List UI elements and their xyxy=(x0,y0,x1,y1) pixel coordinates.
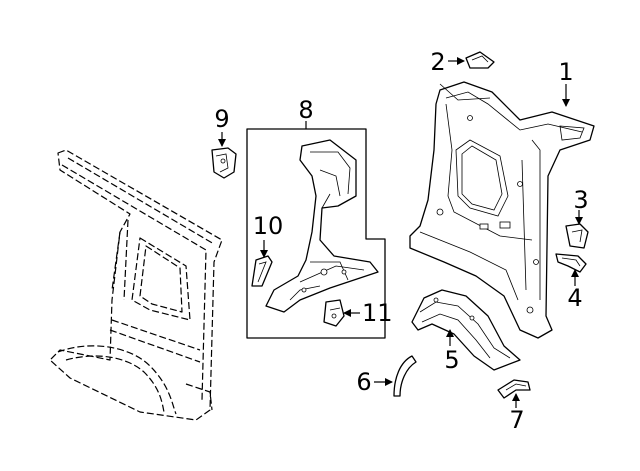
callout-3: 3 xyxy=(573,186,588,214)
callout-11: 11 xyxy=(362,299,393,327)
part-4-bracket xyxy=(555,253,587,273)
callout-10: 10 xyxy=(253,212,284,240)
part-1-inner-quarter-panel xyxy=(409,81,595,339)
callout-9: 9 xyxy=(214,105,229,133)
part-8-inner-pillar xyxy=(265,139,379,313)
callout-5: 5 xyxy=(444,346,459,374)
callout-2: 2 xyxy=(430,48,445,76)
part-11-clip xyxy=(323,299,345,327)
callout-7: 7 xyxy=(509,406,524,434)
part-7-bracket xyxy=(497,379,531,399)
part-3-bracket xyxy=(565,223,589,249)
part-6-seal xyxy=(393,355,417,397)
callout-8: 8 xyxy=(298,96,313,124)
callout-1: 1 xyxy=(558,58,573,86)
part-8-group-box xyxy=(246,128,386,339)
part-10-bracket xyxy=(251,255,273,287)
part-5-wheelhouse xyxy=(411,289,521,371)
outer-panel-reference xyxy=(49,149,223,421)
callout-4: 4 xyxy=(567,284,582,312)
part-9-bracket xyxy=(211,147,237,179)
part-2-clip xyxy=(465,51,495,69)
callout-6: 6 xyxy=(356,368,371,396)
